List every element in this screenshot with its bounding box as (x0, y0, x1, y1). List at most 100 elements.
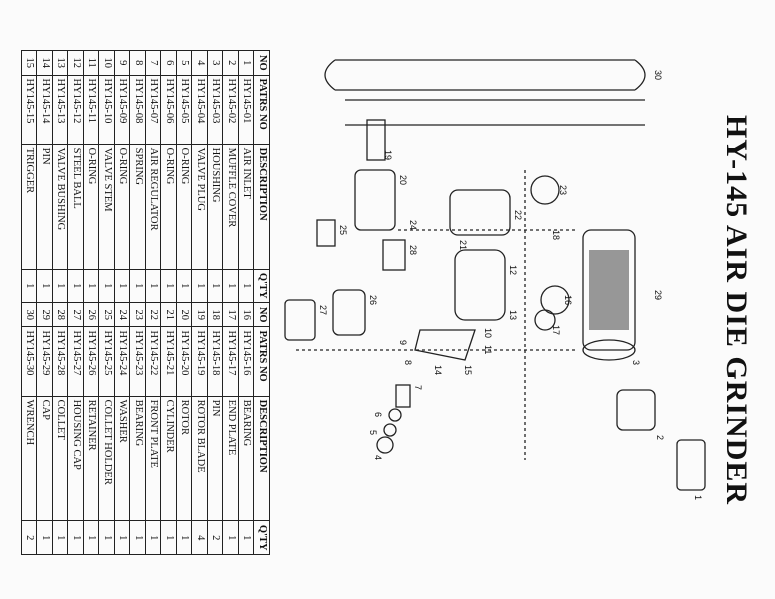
table-cell: 4 (192, 50, 208, 76)
callout-9: 9 (398, 340, 408, 345)
table-cell: 18 (207, 302, 223, 327)
table-cell: HY145-01 (238, 75, 254, 145)
callout-8: 8 (403, 360, 413, 365)
callout-4: 4 (373, 455, 383, 460)
table-cell: HY145-22 (145, 326, 161, 397)
table-cell: HY145-29 (37, 326, 53, 397)
table-cell: HY145-12 (68, 75, 84, 145)
table-cell: 21 (161, 302, 177, 327)
table-cell: 15 (21, 50, 37, 76)
table-cell: HY145-16 (238, 326, 254, 397)
part-rotor (354, 169, 396, 231)
part-air-regulator (395, 384, 411, 408)
callout-16: 16 (563, 295, 573, 305)
table-cell: 22 (145, 302, 161, 327)
table-cell: SPRING (130, 144, 146, 270)
callout-29: 29 (653, 290, 663, 300)
table-cell: HY145-07 (145, 75, 161, 145)
table-cell: HY145-27 (68, 326, 84, 397)
table-cell: 1 (52, 520, 68, 555)
table-cell: 1 (21, 269, 37, 303)
table-cell: RETAINER (83, 396, 99, 521)
table-cell: CYLINDER (161, 396, 177, 521)
col-description-2: DESCRIPTION (254, 396, 270, 521)
table-cell: 8 (130, 50, 146, 76)
table-cell: HY145-06 (161, 75, 177, 145)
table-cell: 1 (238, 520, 254, 555)
table-cell: 1 (68, 269, 84, 303)
part-rotor-blade (366, 119, 386, 161)
table-cell: 1 (114, 520, 130, 555)
part-cylinder (454, 249, 506, 321)
table-cell: 1 (223, 269, 239, 303)
part-housing-cap (284, 299, 316, 341)
callout-27: 27 (318, 305, 328, 315)
part-wrench-2 (345, 99, 645, 126)
table-cell: 11 (83, 50, 99, 76)
table-cell: 1 (99, 269, 115, 303)
table-cell: END PLATE (223, 396, 239, 521)
housing-knurl (589, 250, 629, 330)
table-cell: MUFFLE COVER (223, 144, 239, 270)
table-cell: HOUSHING (207, 144, 223, 270)
table-cell: 1 (114, 269, 130, 303)
table-cell: 20 (176, 302, 192, 327)
table-cell: HY145-21 (161, 326, 177, 397)
callout-25: 25 (338, 225, 348, 235)
table-cell: 1 (161, 520, 177, 555)
table-cell: 25 (99, 302, 115, 327)
callout-30: 30 (653, 70, 663, 80)
table-cell: 1 (223, 520, 239, 555)
callout-10: 10 (483, 328, 493, 338)
table-cell: WASHER (114, 396, 130, 521)
table-cell: 16 (238, 302, 254, 327)
callout-15: 15 (463, 365, 473, 375)
table-cell: 24 (114, 302, 130, 327)
part-bearing-16 (540, 285, 570, 315)
part-valve-plug (376, 436, 394, 454)
table-cell: COLLET HOLDER (99, 396, 115, 521)
table-cell: 2 (207, 520, 223, 555)
table-cell: 1 (37, 269, 53, 303)
table-cell: CAP (37, 396, 53, 521)
table-cell: HY145-10 (99, 75, 115, 145)
part-air-inlet (676, 439, 706, 491)
table-cell: 5 (176, 50, 192, 76)
table-cell: HY145-26 (83, 326, 99, 397)
callout-3: 3 (631, 360, 641, 365)
table-cell: 2 (21, 520, 37, 555)
part-housing (582, 229, 636, 351)
table-cell: COLLET (52, 396, 68, 521)
table-cell: 1 (192, 269, 208, 303)
table-cell: 12 (68, 50, 84, 76)
callout-11: 11 (483, 345, 493, 354)
callout-17: 17 (551, 325, 561, 335)
callout-19: 19 (383, 150, 393, 160)
table-cell: 30 (21, 302, 37, 327)
callout-14: 14 (433, 365, 443, 375)
col-description: DESCRIPTION (254, 144, 270, 270)
part-wrench (324, 59, 646, 91)
assembly-lines (295, 170, 575, 460)
parts-table-header: NO PATRS NO DESCRIPTION Q'TY NO PATRS NO… (254, 50, 270, 555)
table-cell: FRONT PLATE (145, 396, 161, 521)
col-qty: Q'TY (254, 269, 270, 303)
table-cell: TRIGGER (21, 144, 37, 270)
table-cell: 1 (37, 520, 53, 555)
table-cell: VALVE PLUG (192, 144, 208, 270)
table-cell: 1 (130, 520, 146, 555)
table-cell: 1 (176, 269, 192, 303)
exploded-parts-diagram: 1 2 3 4 5 6 7 8 9 10 11 12 13 14 15 16 1… (284, 59, 706, 500)
part-bearing-23 (530, 175, 560, 205)
